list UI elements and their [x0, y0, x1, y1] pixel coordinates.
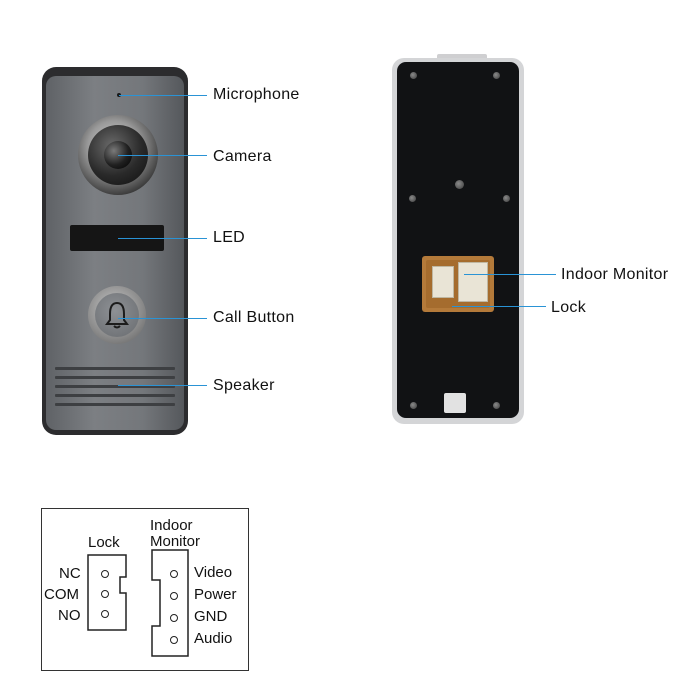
back-panel-bottom-tab [444, 393, 466, 413]
monitor-pin-label: Power [194, 586, 237, 603]
speaker-grille-slot [55, 385, 175, 388]
microphone-label: Microphone [213, 86, 300, 103]
camera-label: Camera [213, 148, 272, 165]
lock-terminal-title: Lock [88, 534, 120, 551]
screw [410, 402, 417, 409]
wiring-diagram-box [41, 508, 249, 671]
indoor-monitor-label: Indoor Monitor [561, 266, 669, 283]
speaker-grille-slot [55, 394, 175, 397]
speaker-grille-slot [55, 376, 175, 379]
screw [410, 72, 417, 79]
screw [409, 195, 416, 202]
mount-hole [455, 180, 464, 189]
screw [493, 72, 500, 79]
led-leader-line [118, 238, 207, 239]
lock-connector-outline [87, 554, 127, 631]
led-label: LED [213, 229, 246, 246]
monitor-pin-label: Video [194, 564, 233, 581]
monitor-terminal-title-line1: Indoor [150, 517, 193, 534]
monitor-pin-power [170, 592, 178, 600]
monitor-terminal-title-line2: Monitor [150, 533, 201, 550]
bell-icon [105, 301, 129, 329]
microphone-leader-line [119, 95, 207, 96]
monitor-pin-label: GND [194, 608, 228, 625]
screw [493, 402, 500, 409]
lock-pin-com [101, 590, 109, 598]
screw [503, 195, 510, 202]
speaker-grille-slot [55, 403, 175, 406]
call-button-label: Call Button [213, 309, 295, 326]
indoor-monitor-connector [458, 262, 488, 302]
lock-pin-label: NO [58, 607, 81, 624]
call-button-leader-line [118, 318, 207, 319]
lock-connector [432, 266, 454, 298]
monitor-connector-outline [151, 549, 189, 657]
monitor-pin-label: Audio [194, 630, 233, 647]
speaker-label: Speaker [213, 377, 275, 394]
lock-label: Lock [551, 299, 586, 316]
lock-pin-label: NC [59, 565, 81, 582]
lock-pin-no [101, 610, 109, 618]
lock-pin-nc [101, 570, 109, 578]
speaker-leader-line [118, 385, 207, 386]
call-button [95, 293, 139, 337]
back-panel-face [397, 62, 519, 418]
lock-pin-label: COM [44, 586, 79, 603]
speaker-grille-slot [55, 367, 175, 370]
lock-leader-line [452, 306, 546, 307]
monitor-pin-video [170, 570, 178, 578]
monitor-pin-gnd [170, 614, 178, 622]
camera-leader-line [118, 155, 207, 156]
monitor-pin-audio [170, 636, 178, 644]
indoor-monitor-leader-line [464, 274, 556, 275]
